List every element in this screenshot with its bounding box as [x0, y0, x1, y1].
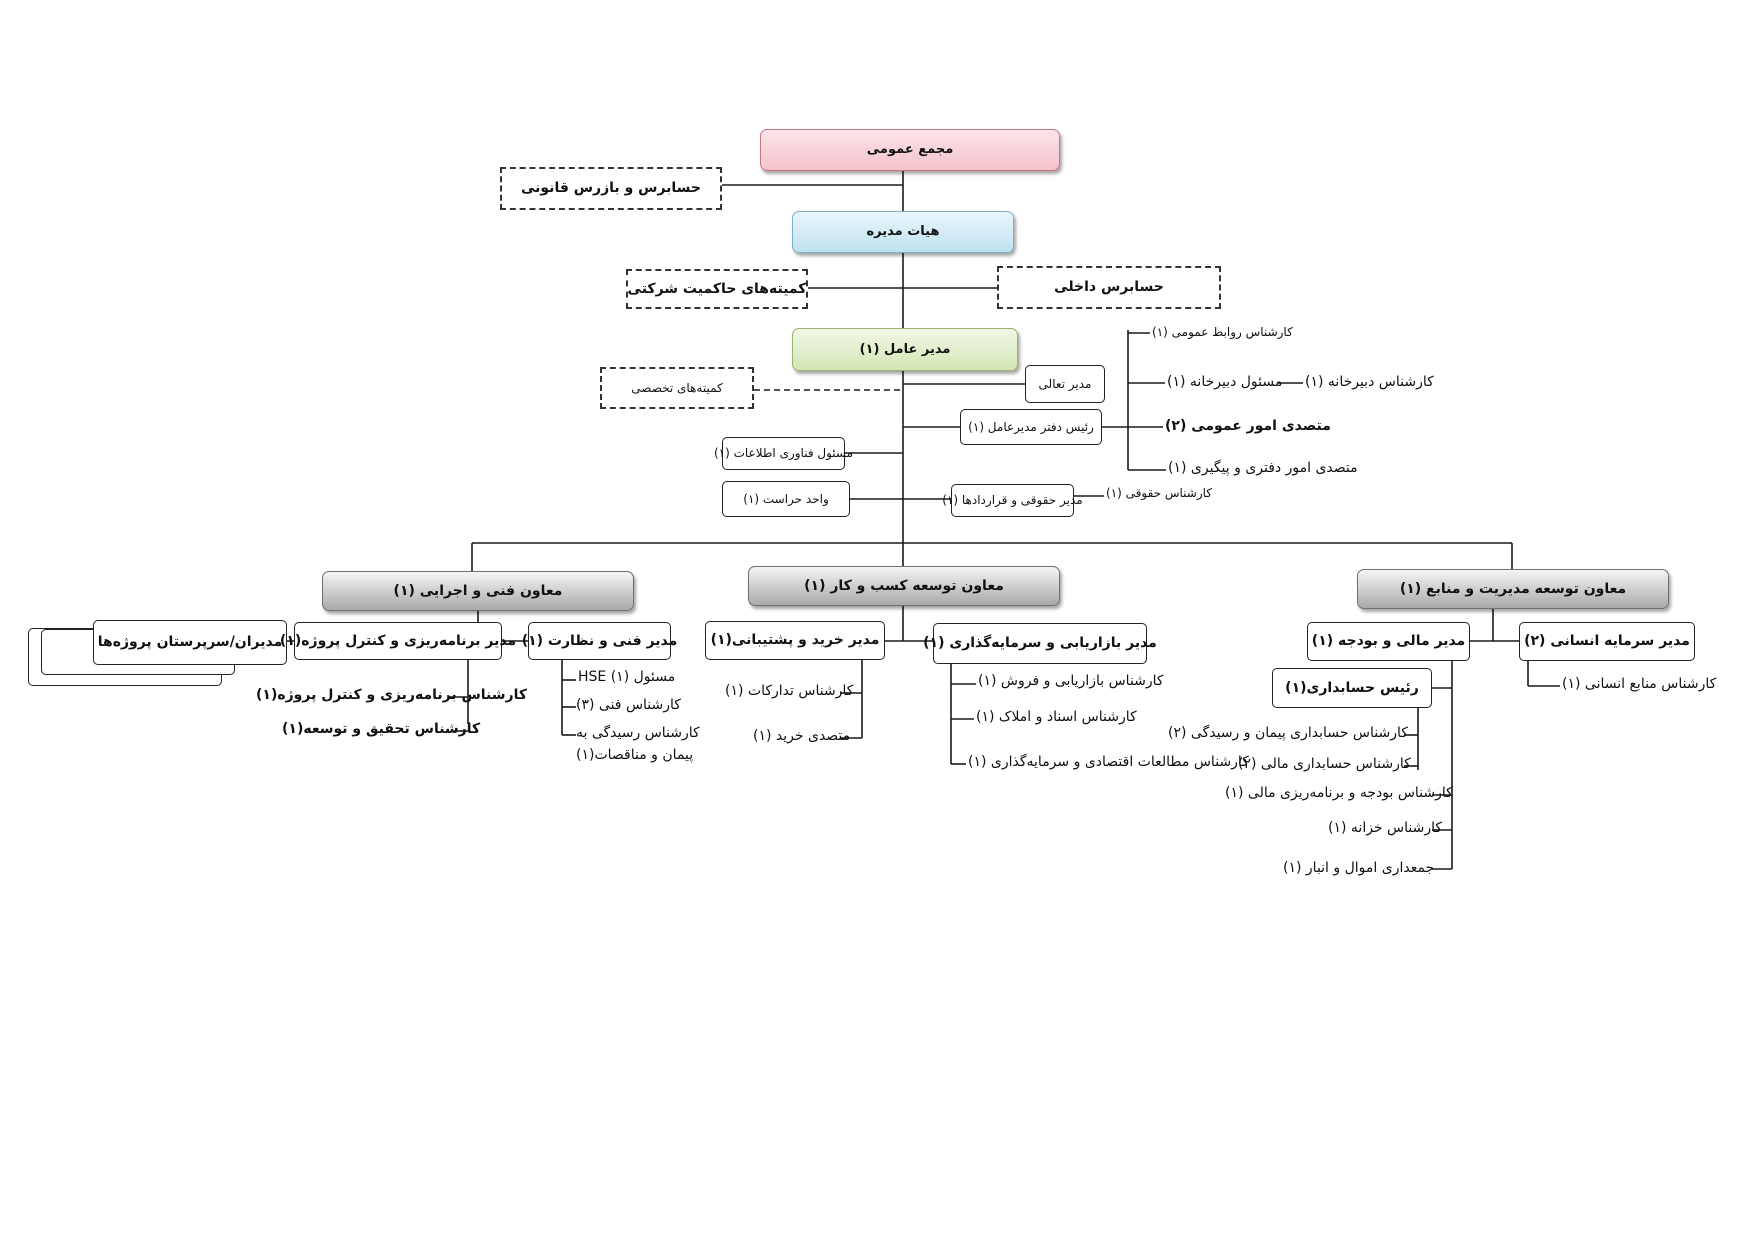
- node-technical-manager[interactable]: مدیر فنی و نظارت (۱): [522, 622, 677, 660]
- node-planning-manager[interactable]: مدیر برنامه‌ریزی و کنترل پروژه(۱): [280, 622, 516, 660]
- node-excellence-manager[interactable]: مدیر تعالی: [1025, 365, 1105, 403]
- label-pr-expert: کارشناس روابط عمومی (۱): [1152, 325, 1293, 339]
- node-ceo-office-head[interactable]: رئیس دفتر مدیرعامل (۱): [960, 409, 1102, 445]
- label-documents-expert: کارشناس اسناد و املاک (۱): [976, 709, 1137, 725]
- node-internal-auditor[interactable]: حسابرس داخلی: [997, 266, 1221, 309]
- node-marketing-manager[interactable]: مدیر بازاریابی و سرمایه‌گذاری (۱): [923, 623, 1157, 664]
- node-security-unit[interactable]: واحد حراست (۱): [722, 481, 850, 517]
- node-vp-business[interactable]: معاون توسعه کسب و کار (۱): [748, 566, 1060, 606]
- node-legal-manager[interactable]: مدیر حقوقی و قراردادها (۱): [942, 484, 1083, 517]
- node-board[interactable]: هیات مدیره: [792, 211, 1014, 253]
- node-purchase-manager[interactable]: مدیر خرید و پشتیبانی(۱): [705, 621, 885, 660]
- label-technical-expert: کارشناس فنی (۳): [576, 697, 681, 713]
- label-secretariat-head: مسئول دبیرخانه (۱): [1167, 374, 1283, 390]
- node-hr-manager[interactable]: مدیر سرمایه انسانی (۲): [1519, 622, 1695, 661]
- label-purchase-clerk: متصدی خرید (۱): [753, 728, 851, 744]
- label-contract-accounting: کارشناس حسابداری پیمان و رسیدگی (۲): [1168, 725, 1408, 741]
- node-auditor-legal[interactable]: حسابرس و بازرس قانونی: [500, 167, 722, 210]
- node-ceo[interactable]: مدیر عامل (۱): [792, 328, 1018, 371]
- node-vp-technical[interactable]: معاون فنی و اجرایی (۱): [322, 571, 634, 611]
- label-office-affairs: متصدی امور دفتری و پیگیری (۱): [1168, 460, 1358, 476]
- node-general-assembly[interactable]: مجمع عمومی: [760, 129, 1060, 171]
- label-budget-expert: کارشناس بودجه و برنامه‌ریزی مالی (۱): [1225, 785, 1453, 801]
- node-it-officer[interactable]: مسئول فناوری اطلاعات (۱): [714, 437, 853, 470]
- label-contract-review-line1: کارشناس رسیدگی به: [576, 725, 700, 741]
- label-research-expert: کارشناس تحقیق و توسعه(۱): [282, 721, 481, 737]
- label-secretariat-expert: کارشناس دبیرخانه (۱): [1305, 374, 1434, 390]
- node-project-managers[interactable]: مدیران/سرپرستان پروژه‌ها: [93, 620, 287, 665]
- label-legal-expert: کارشناس حقوقی (۱): [1106, 486, 1213, 500]
- node-governance-committees[interactable]: کمیته‌های حاکمیت شرکتی: [626, 269, 808, 309]
- label-treasury-expert: کارشناس خزانه (۱): [1328, 820, 1443, 836]
- label-procurement-expert: کارشناس تدارکات (۱): [725, 683, 854, 699]
- label-warehouse-clerk: جمعداری اموال و انبار (۱): [1283, 860, 1435, 876]
- node-finance-manager[interactable]: مدیر مالی و بودجه (۱): [1307, 622, 1470, 661]
- label-hse-officer: مسئول HSE (۱): [578, 669, 676, 685]
- label-financial-accounting: کارشناس حسابداری مالی (۲): [1238, 756, 1411, 772]
- label-marketing-expert: کارشناس بازاریابی و فروش (۱): [978, 673, 1164, 689]
- node-specialized-committees[interactable]: کمیته‌های تخصصی: [600, 367, 754, 409]
- node-accounting-head[interactable]: رئیس حسابداری(۱): [1272, 668, 1432, 708]
- label-planning-expert: کارشناس برنامه‌ریزی و کنترل پروژه(۱): [256, 687, 527, 703]
- label-economic-expert: کارشناس مطالعات اقتصادی و سرمایه‌گذاری (…: [968, 754, 1249, 770]
- label-contract-review-line2: پیمان و مناقصات(۱): [576, 747, 694, 763]
- label-hr-expert: کارشناس منابع انسانی (۱): [1562, 676, 1717, 692]
- node-vp-management[interactable]: معاون توسعه مدیریت و منابع (۱): [1357, 569, 1669, 609]
- label-general-affairs: متصدی امور عمومی (۲): [1165, 418, 1331, 434]
